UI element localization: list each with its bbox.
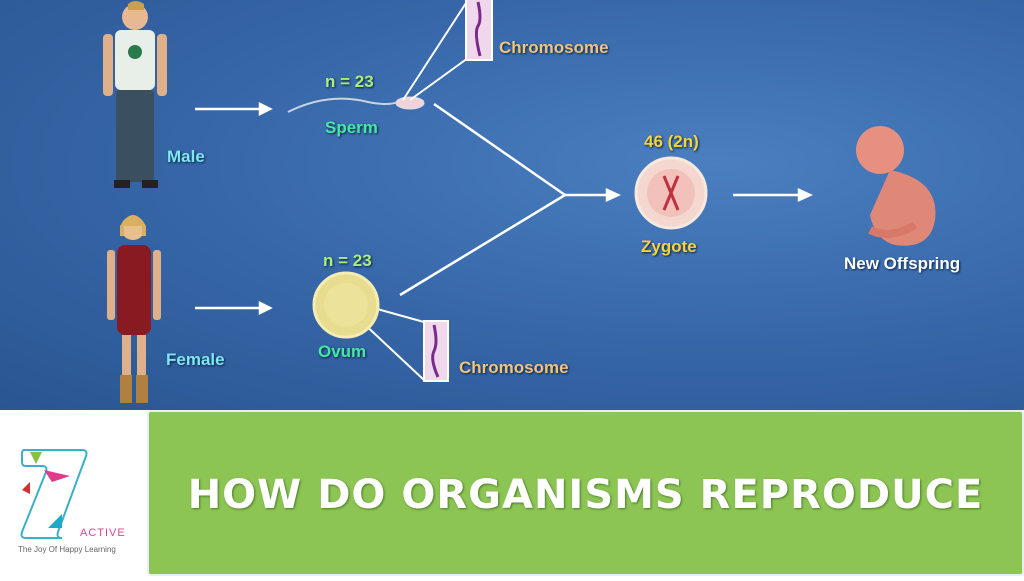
sperm-chromosome-count: n = 23 — [325, 72, 374, 91]
chromosome-top-label: Chromosome — [499, 38, 609, 57]
sperm-label: Sperm — [325, 118, 378, 137]
ovum-chromosome-count: n = 23 — [323, 251, 372, 270]
chromosome-bottom-label: Chromosome — [459, 358, 569, 377]
male-label: Male — [167, 147, 205, 166]
chromosome-top-icon — [465, 0, 493, 61]
ovum-label: Ovum — [318, 342, 367, 361]
female-label: Female — [166, 350, 225, 369]
offspring-label: New Offspring — [844, 254, 961, 273]
diagram-stage: Male Female n = 23 Sperm Chromosome n = … — [0, 0, 1024, 410]
diagram-graphics — [103, 0, 936, 403]
chromosome-bottom-icon — [423, 320, 449, 382]
zoom-lines — [344, 0, 469, 381]
logo-brand-text: ACTIVE — [80, 527, 126, 539]
title-banner: HOW DO ORGANISMS REPRODUCE — [147, 410, 1024, 576]
zygote-cell — [634, 156, 708, 230]
arrows — [195, 101, 814, 316]
banner-title: HOW DO ORGANISMS REPRODUCE — [187, 472, 984, 518]
ovum-cell — [312, 271, 380, 339]
seven-logo-icon — [20, 449, 88, 539]
male-figure — [103, 1, 167, 188]
zygote-chromosome-count: 46 (2n) — [644, 132, 699, 151]
female-figure — [107, 215, 161, 403]
brand-logo — [0, 410, 147, 576]
fetus-figure — [856, 126, 936, 246]
logo-tagline: The Joy Of Happy Learning — [18, 545, 116, 554]
zygote-label: Zygote — [641, 237, 697, 256]
